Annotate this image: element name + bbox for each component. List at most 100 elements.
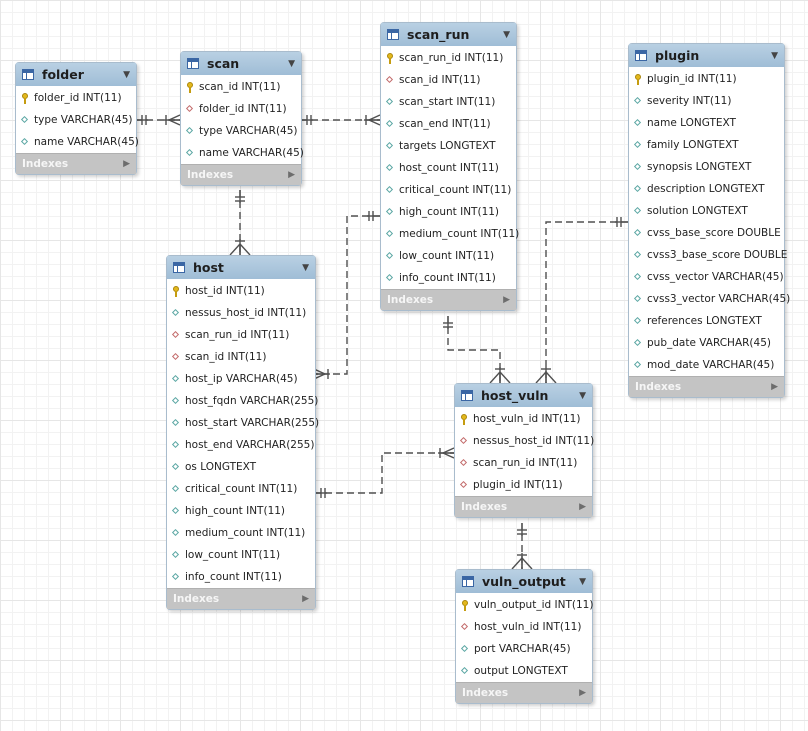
column-row[interactable]: host_vuln_id INT(11)	[455, 408, 592, 430]
collapse-arrow-icon[interactable]: ▼	[123, 69, 130, 80]
column-row[interactable]: medium_count INT(11)	[381, 223, 519, 245]
column-row[interactable]: scan_id INT(11)	[381, 69, 516, 91]
column-row[interactable]: scan_start INT(11)	[381, 91, 516, 113]
primary-key-icon	[21, 92, 30, 104]
column-row[interactable]: cvss3_vector VARCHAR(45)	[629, 288, 790, 310]
column-label: scan_run_id INT(11)	[473, 457, 578, 469]
expand-arrow-icon[interactable]: ▶	[123, 159, 130, 169]
column-row[interactable]: output LONGTEXT	[456, 660, 592, 682]
column-icon	[461, 644, 470, 655]
indexes-label: Indexes	[461, 501, 508, 513]
column-row[interactable]: critical_count INT(11)	[167, 478, 315, 500]
expand-arrow-icon[interactable]: ▶	[302, 594, 309, 604]
column-row[interactable]: nessus_host_id INT(11)	[455, 430, 594, 452]
table-plugin[interactable]: plugin▼plugin_id INT(11)severity INT(11)…	[628, 43, 790, 398]
table-folder[interactable]: folder▼folder_id INT(11)type VARCHAR(45)…	[15, 62, 139, 175]
column-row[interactable]: scan_id INT(11)	[181, 76, 301, 98]
table-host[interactable]: host▼host_id INT(11)nessus_host_id INT(1…	[166, 255, 319, 610]
column-label: scan_id INT(11)	[199, 81, 281, 93]
column-row[interactable]: folder_id INT(11)	[181, 98, 301, 120]
column-row[interactable]: host_id INT(11)	[167, 280, 315, 302]
column-row[interactable]: scan_run_id INT(11)	[381, 47, 516, 69]
column-row[interactable]: solution LONGTEXT	[629, 200, 784, 222]
expand-arrow-icon[interactable]: ▶	[579, 502, 586, 512]
column-row[interactable]: nessus_host_id INT(11)	[167, 302, 315, 324]
column-row[interactable]: medium_count INT(11)	[167, 522, 315, 544]
column-label: host_end VARCHAR(255)	[185, 439, 315, 451]
table-header[interactable]: folder▼	[16, 63, 136, 86]
collapse-arrow-icon[interactable]: ▼	[579, 576, 586, 587]
column-row[interactable]: mod_date VARCHAR(45)	[629, 354, 784, 376]
column-row[interactable]: host_count INT(11)	[381, 157, 516, 179]
table-header[interactable]: scan▼	[181, 52, 301, 75]
column-row[interactable]: scan_id INT(11)	[167, 346, 315, 368]
column-row[interactable]: low_count INT(11)	[167, 544, 315, 566]
column-row[interactable]: type VARCHAR(45)	[181, 120, 301, 142]
column-row[interactable]: family LONGTEXT	[629, 134, 784, 156]
column-row[interactable]: targets LONGTEXT	[381, 135, 516, 157]
column-row[interactable]: cvss_vector VARCHAR(45)	[629, 266, 784, 288]
expand-arrow-icon[interactable]: ▶	[579, 688, 586, 698]
table-header[interactable]: plugin▼	[629, 44, 784, 67]
column-row[interactable]: cvss_base_score DOUBLE	[629, 222, 784, 244]
column-icon	[634, 228, 643, 239]
column-row[interactable]: plugin_id INT(11)	[455, 474, 592, 496]
table-vuln-output[interactable]: vuln_output▼vuln_output_id INT(11)host_v…	[455, 569, 593, 704]
column-row[interactable]: vuln_output_id INT(11)	[456, 594, 593, 616]
column-row[interactable]: host_ip VARCHAR(45)	[167, 368, 315, 390]
column-row[interactable]: scan_run_id INT(11)	[455, 452, 592, 474]
column-row[interactable]: folder_id INT(11)	[16, 87, 136, 109]
column-row[interactable]: scan_end INT(11)	[381, 113, 516, 135]
column-row[interactable]: scan_run_id INT(11)	[167, 324, 315, 346]
column-row[interactable]: plugin_id INT(11)	[629, 68, 784, 90]
column-row[interactable]: name VARCHAR(45)	[16, 131, 139, 153]
collapse-arrow-icon[interactable]: ▼	[288, 58, 295, 69]
column-label: name VARCHAR(45)	[34, 136, 139, 148]
column-row[interactable]: severity INT(11)	[629, 90, 784, 112]
column-row[interactable]: pub_date VARCHAR(45)	[629, 332, 784, 354]
indexes-section[interactable]: Indexes▶	[381, 289, 516, 310]
collapse-arrow-icon[interactable]: ▼	[771, 50, 778, 61]
indexes-section[interactable]: Indexes ▶	[16, 153, 136, 174]
column-row[interactable]: name LONGTEXT	[629, 112, 784, 134]
indexes-section[interactable]: Indexes▶	[629, 376, 784, 397]
expand-arrow-icon[interactable]: ▶	[288, 170, 295, 180]
column-row[interactable]: high_count INT(11)	[381, 201, 516, 223]
table-header[interactable]: host_vuln▼	[455, 384, 592, 407]
table-scan-run[interactable]: scan_run▼scan_run_id INT(11)scan_id INT(…	[380, 22, 519, 311]
column-row[interactable]: references LONGTEXT	[629, 310, 784, 332]
collapse-arrow-icon[interactable]: ▼	[302, 262, 309, 273]
table-header[interactable]: vuln_output▼	[456, 570, 592, 593]
column-row[interactable]: type VARCHAR(45)	[16, 109, 136, 131]
indexes-section[interactable]: Indexes▶	[181, 164, 301, 185]
collapse-arrow-icon[interactable]: ▼	[503, 29, 510, 40]
table-host-vuln[interactable]: host_vuln▼host_vuln_id INT(11)nessus_hos…	[454, 383, 594, 518]
column-row[interactable]: name VARCHAR(45)	[181, 142, 304, 164]
column-row[interactable]: critical_count INT(11)	[381, 179, 516, 201]
indexes-section[interactable]: Indexes▶	[456, 682, 592, 703]
indexes-section[interactable]: Indexes ▶	[455, 496, 592, 517]
expand-arrow-icon[interactable]: ▶	[503, 295, 510, 305]
expand-arrow-icon[interactable]: ▶	[771, 382, 778, 392]
column-row[interactable]: info_count INT(11)	[167, 566, 315, 588]
column-row[interactable]: info_count INT(11)	[381, 267, 516, 289]
table-scan[interactable]: scan▼ scan_id INT(11) folder_id INT(11)typ…	[180, 51, 304, 186]
table-header[interactable]: scan_run▼	[381, 23, 516, 46]
collapse-arrow-icon[interactable]: ▼	[579, 390, 586, 401]
column-row[interactable]: low_count INT(11)	[381, 245, 516, 267]
column-row[interactable]: high_count INT(11)	[167, 500, 315, 522]
column-row[interactable]: os LONGTEXT	[167, 456, 315, 478]
column-row[interactable]: cvss3_base_score DOUBLE	[629, 244, 787, 266]
column-row[interactable]: host_fqdn VARCHAR(255)	[167, 390, 318, 412]
table-header[interactable]: host▼	[167, 256, 315, 279]
column-row[interactable]: host_vuln_id INT(11)	[456, 616, 592, 638]
column-row[interactable]: description LONGTEXT	[629, 178, 784, 200]
indexes-label: Indexes	[22, 158, 69, 170]
column-row[interactable]: synopsis LONGTEXT	[629, 156, 784, 178]
indexes-section[interactable]: Indexes▶	[167, 588, 315, 609]
column-row[interactable]: host_end VARCHAR(255)	[167, 434, 315, 456]
column-row[interactable]: host_start VARCHAR(255)	[167, 412, 319, 434]
column-row[interactable]: port VARCHAR(45)	[456, 638, 592, 660]
column-icon	[172, 374, 181, 385]
